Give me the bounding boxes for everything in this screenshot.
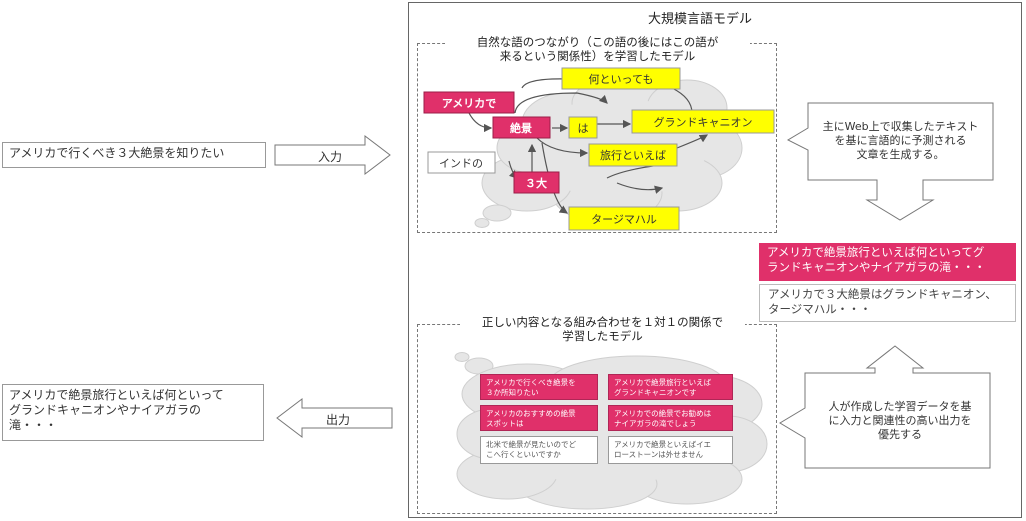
node-america: アメリカで xyxy=(423,91,515,114)
llm-frame xyxy=(408,2,1022,518)
node-indo-text: インドの xyxy=(439,157,483,170)
node-grand: グランドキャニオン xyxy=(631,109,775,134)
output-arrow xyxy=(276,397,393,439)
node-zekkei-text: 絶景 xyxy=(510,121,532,135)
node-grand-text: グランドキャニオン xyxy=(654,115,753,129)
section1-title: 自然な語のつながり（この語の後にはこの語が 来るという関係性）を学習したモデル xyxy=(445,35,750,63)
training-card-4: アメリカでの絶景でお勧めは ナイアガラの滝でしょう xyxy=(608,405,733,431)
llm-title: 大規模言語モデル xyxy=(647,12,752,27)
note2-arrow-shape xyxy=(779,345,991,469)
output-label: 出力 xyxy=(325,413,350,427)
node-zekkei: 絶景 xyxy=(492,116,551,139)
node-nanto-text: 何といっても xyxy=(589,73,654,86)
node-sandai: ３大 xyxy=(513,171,560,194)
node-nanto: 何といっても xyxy=(561,67,681,90)
node-taj: タージマハル xyxy=(568,206,680,231)
input-label: 入力 xyxy=(317,150,342,164)
training-card-6: アメリカで絶景といえばイエ ローストーンは外せません xyxy=(608,436,733,464)
note1-text: 主にWeb上で収集したテキスト を基に言語的に予測される 文章を生成する。 xyxy=(822,120,979,161)
training-card-1: アメリカで行くべき絶景を ３か所知りたい xyxy=(480,374,598,400)
node-wa: は xyxy=(568,116,598,139)
training-card-3: アメリカのおすすめの絶景 スポットは xyxy=(480,405,598,431)
node-ryoko: 旅行といえば xyxy=(588,143,678,167)
note1-arrow-shape xyxy=(786,102,994,221)
output-option-white: アメリカで３大絶景はグランドキャニオン、 タージマハル・・・ xyxy=(759,284,1016,322)
output-text-box: アメリカで絶景旅行といえば何といって グランドキャニオンやナイアガラの 滝・・・ xyxy=(2,384,264,441)
node-sandai-text: ３大 xyxy=(525,176,547,190)
node-wa-text: は xyxy=(578,122,589,135)
node-ryoko-text: 旅行といえば xyxy=(600,148,666,162)
training-card-5: 北米で絶景が見たいのでど こへ行くといいですか xyxy=(480,436,598,464)
network-diagram: アメリカで 絶景 インドの ３大 何といっても は グランドキャニオン 旅行とい… xyxy=(423,67,775,231)
training-card-2: アメリカで絶景旅行といえば グランドキャニオンです xyxy=(608,374,733,400)
note2-text: 人が作成した学習データを基 に入力と関連性の高い出力を 優先する xyxy=(828,400,972,441)
input-text-box: アメリカで行くべき３大絶景を知りたい xyxy=(2,142,266,168)
node-taj-text: タージマハル xyxy=(591,213,657,226)
node-indo: インドの xyxy=(427,151,496,174)
node-america-text: アメリカで xyxy=(442,97,496,110)
input-arrow xyxy=(274,134,391,176)
output-option-pink: アメリカで絶景旅行といえば何といってグ ランドキャニオンやナイアガラの滝・・・ xyxy=(759,243,1016,281)
section2-title: 正しい内容となる組み合わせを１対１の関係で 学習したモデル xyxy=(460,315,745,343)
